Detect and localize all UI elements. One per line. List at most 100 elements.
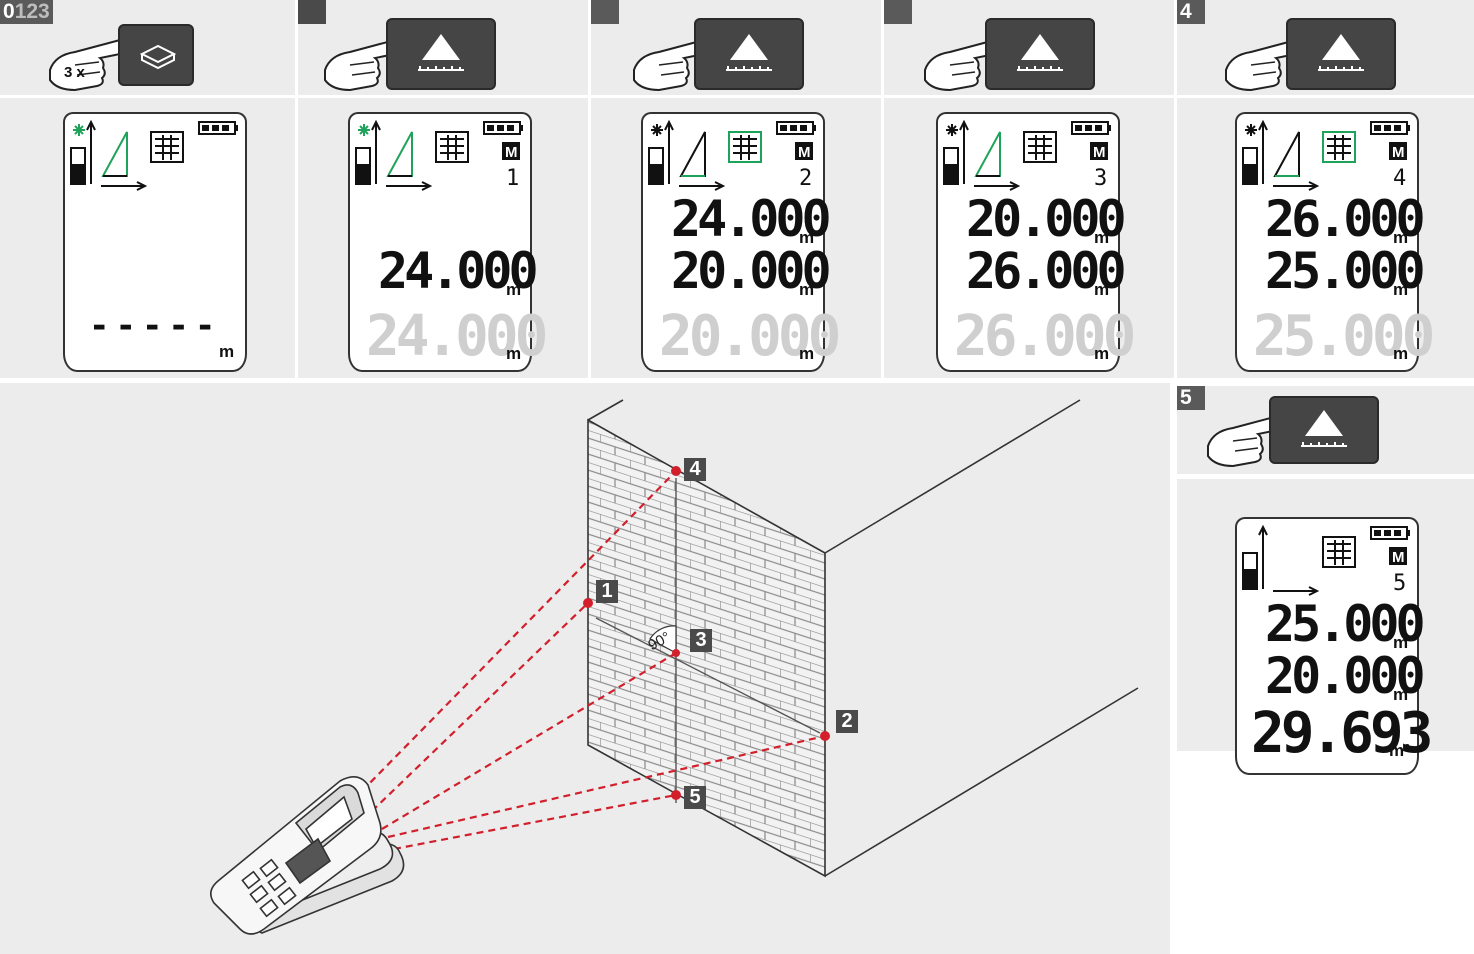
- step-1-header: [298, 0, 588, 95]
- angle-tilt-icon: [679, 131, 706, 177]
- point-3-label: 3: [690, 629, 712, 652]
- width-arrow-icon: [101, 181, 148, 191]
- unit-line-2: m: [1094, 280, 1110, 299]
- angle-tilt-icon: [1273, 131, 1300, 177]
- unit-line-1: m: [1393, 633, 1409, 652]
- measure-button-icon: [726, 34, 772, 71]
- area-button-icon: [139, 44, 177, 70]
- room-outline: [587, 399, 1139, 877]
- memory-counter: 4: [1393, 166, 1407, 191]
- wall-grid-icon: [1322, 131, 1356, 163]
- lcd-icons: M: [1242, 524, 1410, 596]
- measure-button-icon: [1017, 34, 1063, 71]
- value-line-1: 24.000: [378, 242, 539, 300]
- lcd-icons: M: [1242, 119, 1410, 191]
- step-0-badge: 0123: [0, 0, 53, 24]
- value-line-1: 25.000: [1265, 595, 1426, 653]
- right-angle-marker: [649, 625, 677, 655]
- wall-grid-icon: [1322, 536, 1356, 568]
- measure-button[interactable]: [694, 18, 804, 90]
- angle-tilt-icon: [974, 131, 1001, 177]
- unit-line-2: m: [1393, 280, 1409, 299]
- lcd-icons: M: [355, 119, 523, 191]
- step-4-header: 4: [1177, 0, 1474, 95]
- wall-grid-icon: [1023, 131, 1057, 163]
- svg-text:M: M: [1392, 144, 1405, 161]
- step-2-header: [591, 0, 881, 95]
- unit-line-1: m: [1393, 228, 1409, 247]
- wall-grid-icon: [435, 131, 469, 163]
- memory-m-icon: M: [795, 142, 813, 161]
- measure-button[interactable]: [1269, 396, 1379, 464]
- step-5-badge: 5: [1177, 386, 1205, 410]
- lcd-display: M 4 26.000 m 25.000 m 25.000 m: [1235, 112, 1435, 372]
- value-line-3: 25.000: [1253, 304, 1435, 369]
- step-1-display-panel: M 1 24.000 m 24.000 m: [298, 98, 588, 378]
- point-1-dot: [583, 598, 593, 608]
- step-4-display-panel: M 4 26.000 m 25.000 m 25.000 m: [1177, 98, 1474, 378]
- point-2-label: 2: [836, 710, 858, 733]
- svg-text:M: M: [1093, 144, 1106, 161]
- lcd-display: ----- m: [63, 112, 247, 372]
- measure-points: [583, 466, 830, 800]
- lcd-icons: M: [943, 119, 1111, 191]
- value-line-3: 26.000: [954, 304, 1136, 369]
- measure-button[interactable]: [386, 18, 496, 90]
- step-5-header: 5: [1177, 386, 1474, 474]
- memory-counter: 3: [1094, 166, 1108, 191]
- point-2-dot: [820, 731, 830, 741]
- value-line-2: 20.000: [1265, 647, 1426, 705]
- memory-m-icon: M: [1090, 142, 1108, 161]
- value-line-2: 25.000: [1265, 242, 1426, 300]
- step-3-display-panel: M 3 20.000 m 26.000 m 26.000 m: [884, 98, 1174, 378]
- rangefinder-device-icon: [210, 776, 405, 935]
- measure-button[interactable]: [985, 18, 1095, 90]
- battery-icon: [198, 121, 238, 135]
- value-line-1: 26.000: [1265, 190, 1426, 248]
- step-5-display-panel: M 5 25.000 m 20.000 m 29.693 m²: [1177, 479, 1474, 775]
- battery-icon: [483, 121, 523, 135]
- unit-label: m: [219, 342, 235, 361]
- laser-star-icon: [358, 124, 370, 136]
- idle-dashes: -----: [89, 306, 222, 346]
- step-4-badge: 4: [1177, 0, 1205, 24]
- measure-button-icon: [1301, 410, 1347, 447]
- step-0-header: 0123 3 x: [0, 0, 295, 95]
- lcd-display: M 1 24.000 m 24.000 m: [348, 112, 548, 372]
- svg-text:M: M: [798, 144, 811, 161]
- measure-button[interactable]: [1286, 18, 1396, 90]
- step-2-badge: [591, 0, 619, 24]
- unit-line-2: m: [506, 344, 522, 363]
- memory-counter: 1: [506, 166, 520, 191]
- unit-line-3: m: [1393, 344, 1409, 363]
- measure-button-icon: [1318, 34, 1364, 71]
- svg-text:M: M: [505, 144, 518, 161]
- device-reference-icon: [70, 147, 86, 185]
- press-count-label: 3 x: [64, 64, 85, 81]
- battery-icon: [1370, 526, 1410, 540]
- angle-tilt-icon: [386, 131, 413, 177]
- lcd-icons: M: [648, 119, 816, 191]
- memory-counter: 2: [799, 166, 813, 191]
- memory-m-icon: M: [1389, 142, 1407, 161]
- svg-text:M: M: [1392, 549, 1405, 566]
- area-button[interactable]: [118, 24, 194, 86]
- point-1-label: 1: [596, 580, 618, 603]
- angle-tilt-icon: [101, 131, 128, 177]
- laser-star-icon: [73, 124, 85, 136]
- value-line-1: 20.000: [966, 190, 1127, 248]
- wall-grid-icon: [728, 131, 762, 163]
- step-0-display-panel: ----- m: [0, 98, 295, 378]
- value-line-2: 24.000: [366, 304, 548, 369]
- value-line-3: 20.000: [659, 304, 841, 369]
- unit-line-1: m: [799, 228, 815, 247]
- lcd-display: M 2 24.000 m 20.000 m 20.000 m: [641, 112, 841, 372]
- value-line-2: 26.000: [966, 242, 1127, 300]
- value-line-1: 24.000: [671, 190, 832, 248]
- point-4-dot: [671, 466, 681, 476]
- height-arrow-icon: [86, 119, 96, 184]
- lcd-display: M 5 25.000 m 20.000 m 29.693 m²: [1235, 517, 1433, 775]
- battery-icon: [1370, 121, 1410, 135]
- value-line-2: 20.000: [671, 242, 832, 300]
- unit-line-3: m²: [1389, 741, 1410, 760]
